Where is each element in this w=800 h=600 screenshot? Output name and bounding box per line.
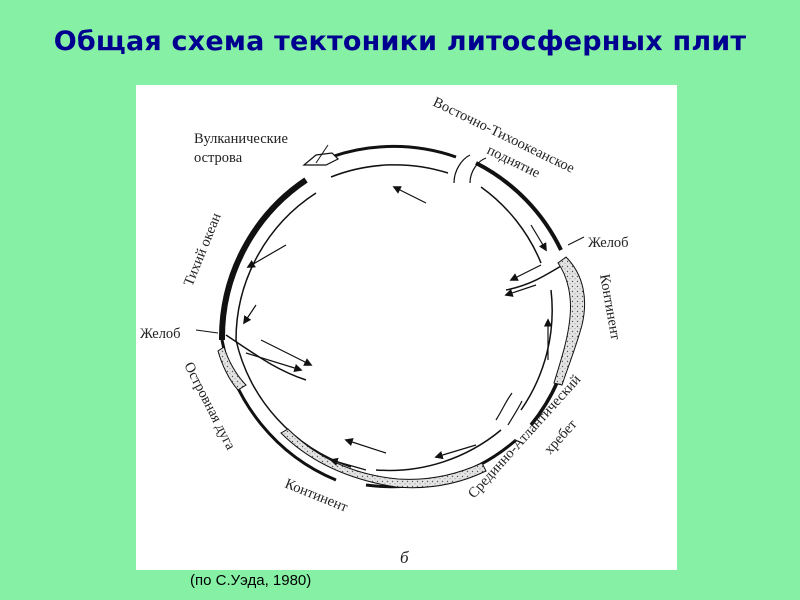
mantle-flow-ring [235,164,553,472]
label-volcanic-islands-line2: острова [194,150,243,166]
flow-arrow [245,352,303,373]
label-trench-left: Желоб [140,326,181,342]
subduction-slab-left [225,334,307,381]
flow-arrow [509,264,542,281]
label-pacific-ocean: Тихий океан [181,211,225,289]
label-continent-bottom: Континент [283,476,351,516]
flow-arrow [243,304,257,325]
label-volcanic-islands-line1: Вулканические [194,131,288,147]
flow-arrow [392,186,427,204]
diagram-svg: Вулканические острова Восточно-Тихоокеан… [140,94,629,567]
flow-arrow [246,244,287,268]
volcanic-islands-pointer [315,144,329,164]
slide-title: Общая схема тектоники литосферных плит [53,26,747,57]
flow-arrow [260,339,313,366]
flow-arrow [329,457,367,471]
continent-bottom-block [280,428,487,489]
island-arc-block [217,346,247,391]
tectonics-diagram: Вулканические острова Восточно-Тихоокеан… [136,85,677,570]
flow-arrow [504,284,537,297]
label-continent-right: Континент [596,273,623,342]
east-pacific-rise-ridge [453,154,487,184]
trench-right-marker [567,236,585,246]
source-caption: (по С.Уэда, 1980) [190,572,312,589]
label-trench-right: Желоб [588,235,629,251]
flow-arrow [530,224,547,252]
label-figure-letter: б [400,548,409,567]
trench-left-marker [195,329,219,334]
flow-arrow [434,444,477,460]
mid-atlantic-ridge [495,392,523,426]
flow-arrows [243,186,553,471]
flow-arrow [344,438,387,454]
volcanic-island [302,152,340,166]
continent-right-block [553,256,586,386]
